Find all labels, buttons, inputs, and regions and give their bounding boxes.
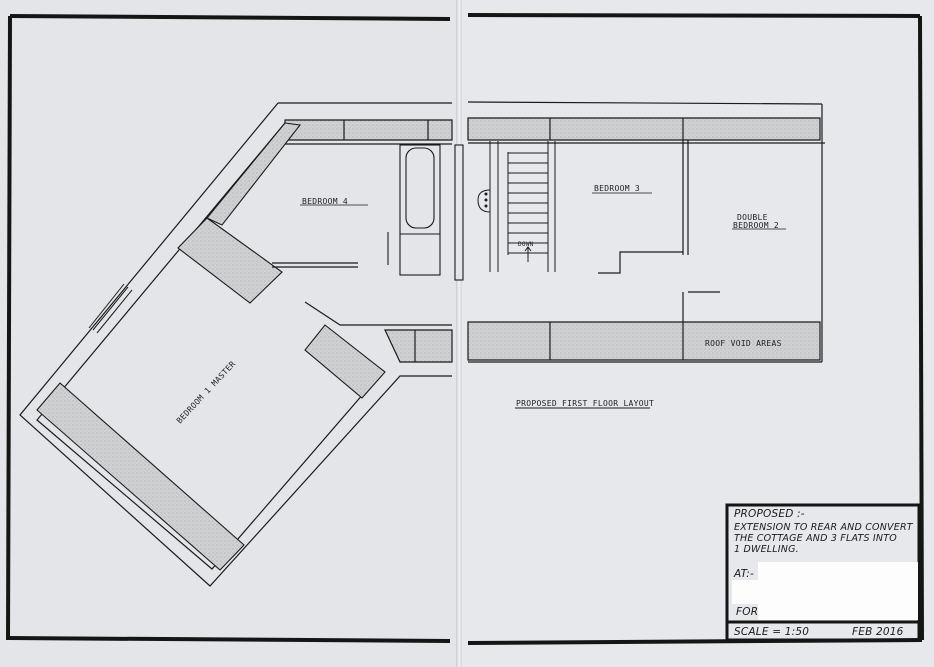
label-bedroom-3: BEDROOM 3 (594, 184, 640, 193)
title-block-at: AT:- (734, 568, 754, 580)
label-bedroom-2-line2: BEDROOM 2 (733, 221, 779, 230)
drawing-title: PROPOSED FIRST FLOOR LAYOUT (516, 399, 654, 408)
top-roof-void-left (278, 102, 453, 145)
middle-roof-void (340, 292, 822, 363)
address-redaction-2 (732, 580, 762, 604)
master-right-void (304, 324, 386, 399)
bedroom-3-2-walls (598, 140, 720, 293)
title-block-desc-1: EXTENSION TO REAR AND CONVERT (734, 522, 913, 533)
wash-basin (477, 189, 491, 213)
diagonal-roof-void (206, 122, 302, 226)
title-block-proposed: PROPOSED :- (734, 508, 805, 520)
address-redaction (758, 562, 918, 620)
master-lower-void (36, 382, 245, 571)
sheet-seam (456, 0, 462, 667)
sheet-border-left (6, 14, 451, 643)
bedroom-4-walls (272, 262, 358, 268)
bathroom (387, 144, 464, 281)
top-roof-void-right (467, 101, 825, 362)
master-upper-void (177, 217, 283, 304)
label-stairs-down: DOWN (518, 241, 534, 248)
title-block-date: FEB 2016 (852, 626, 904, 638)
title-block-frame (725, 503, 921, 642)
label-bedroom-1-master: BEDROOM 1 MASTER (175, 359, 237, 425)
title-block-scale: SCALE = 1:50 (734, 626, 810, 638)
stairs (489, 141, 556, 272)
label-bedroom-4: BEDROOM 4 (302, 197, 348, 206)
master-window (88, 283, 133, 334)
title-block-for: FOR (736, 606, 759, 618)
label-roof-void: ROOF VOID AREAS (705, 339, 782, 348)
title-block-desc-3: 1 DWELLING. (734, 544, 799, 555)
title-block-desc-2: THE COTTAGE AND 3 FLATS INTO (734, 533, 897, 544)
label-bedroom-2-line1: DOUBLE (737, 213, 768, 222)
master-partition (304, 301, 341, 326)
angled-wing-walls (19, 102, 452, 587)
